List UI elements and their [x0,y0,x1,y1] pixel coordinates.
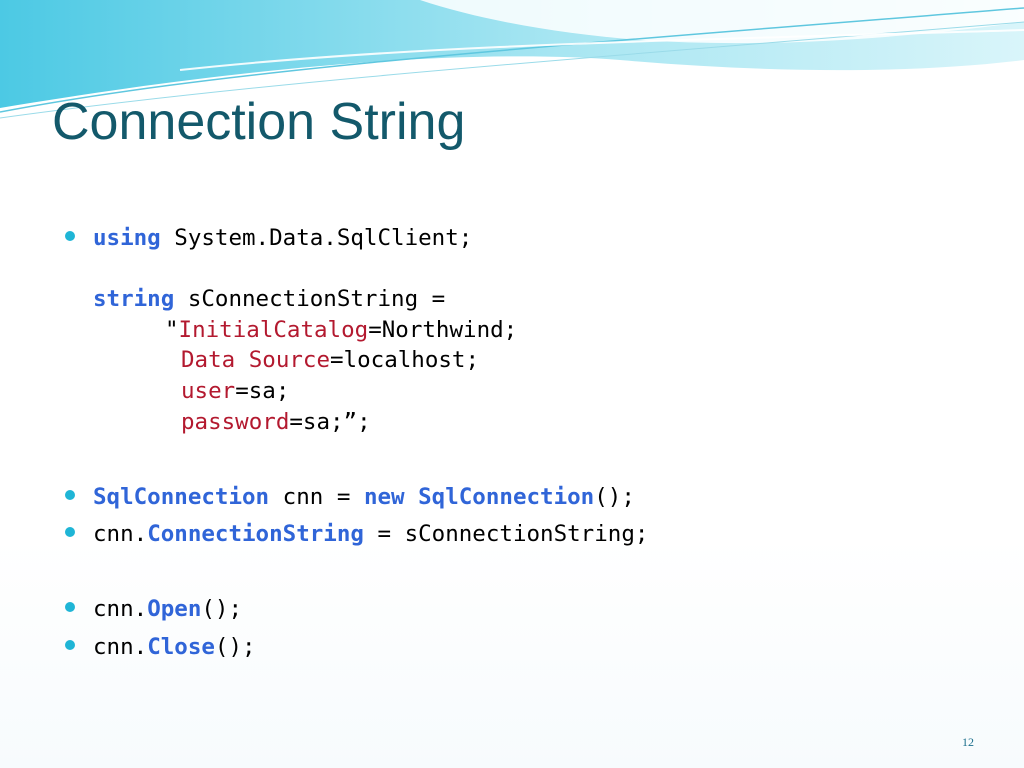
assign-connectionstring: = sConnectionString; [363,521,649,547]
bullet-dot [65,527,75,537]
attribute-password: password [181,409,290,435]
attribute-data-source: Data Source [181,347,331,373]
keyword-new: new [363,484,405,510]
code-line-user: user=sa; [181,377,289,405]
code-line-data-source: Data Source=localhost; [181,346,479,374]
variable-declaration: sConnectionString = [174,286,446,312]
bullet-dot [65,490,75,500]
method-open: Open [147,596,202,622]
object-cnn: cnn. [93,521,148,547]
call-tail: (); [201,596,243,622]
code-line-connectionstring: cnn.ConnectionString = sConnectionString… [93,520,648,548]
call-tail: (); [214,634,256,660]
slide-title: Connection String [52,93,466,151]
code-line-close: cnn.Close(); [93,633,256,661]
bullet-dot [65,602,75,612]
code-line-using: using System.Data.SqlClient; [93,224,472,252]
value-northwind: =Northwind; [368,317,518,343]
code-line-string-decl: string sConnectionString = [93,285,445,313]
method-close: Close [147,634,215,660]
attribute-initial-catalog: InitialCatalog [178,317,369,343]
code-line-password: password=sa;”; [181,408,371,436]
value-password: =sa;”; [289,409,371,435]
code-line-sqlconnection: SqlConnection cnn = new SqlConnection(); [93,483,635,511]
keyword-using: using [93,225,161,251]
namespace-text: System.Data.SqlClient; [160,225,473,251]
object-cnn: cnn. [93,634,148,660]
wave-line-3 [179,29,1024,71]
attribute-user: user [181,378,236,404]
quote-open: " [165,317,179,343]
code-line-catalog: "InitialCatalog=Northwind; [165,316,517,344]
bullet-dot [65,640,75,650]
code-line-open: cnn.Open(); [93,595,242,623]
keyword-string: string [93,286,175,312]
page-number: 12 [962,735,974,749]
value-localhost: =localhost; [330,347,480,373]
wave-line-2 [0,21,1024,119]
bullet-dot [65,231,75,241]
value-user: =sa; [235,378,290,404]
space [405,484,419,510]
decorative-wave-header [0,0,1024,119]
object-cnn: cnn. [93,596,148,622]
keyword-sqlconnection-type: SqlConnection [93,484,270,510]
wave-shape-highlight [420,0,1024,44]
assign-cnn: cnn = [269,484,364,510]
keyword-sqlconnection-ctor: SqlConnection [418,484,595,510]
property-connectionstring: ConnectionString [147,521,364,547]
wave-line-1 [0,7,1024,113]
ctor-tail: (); [594,484,635,510]
